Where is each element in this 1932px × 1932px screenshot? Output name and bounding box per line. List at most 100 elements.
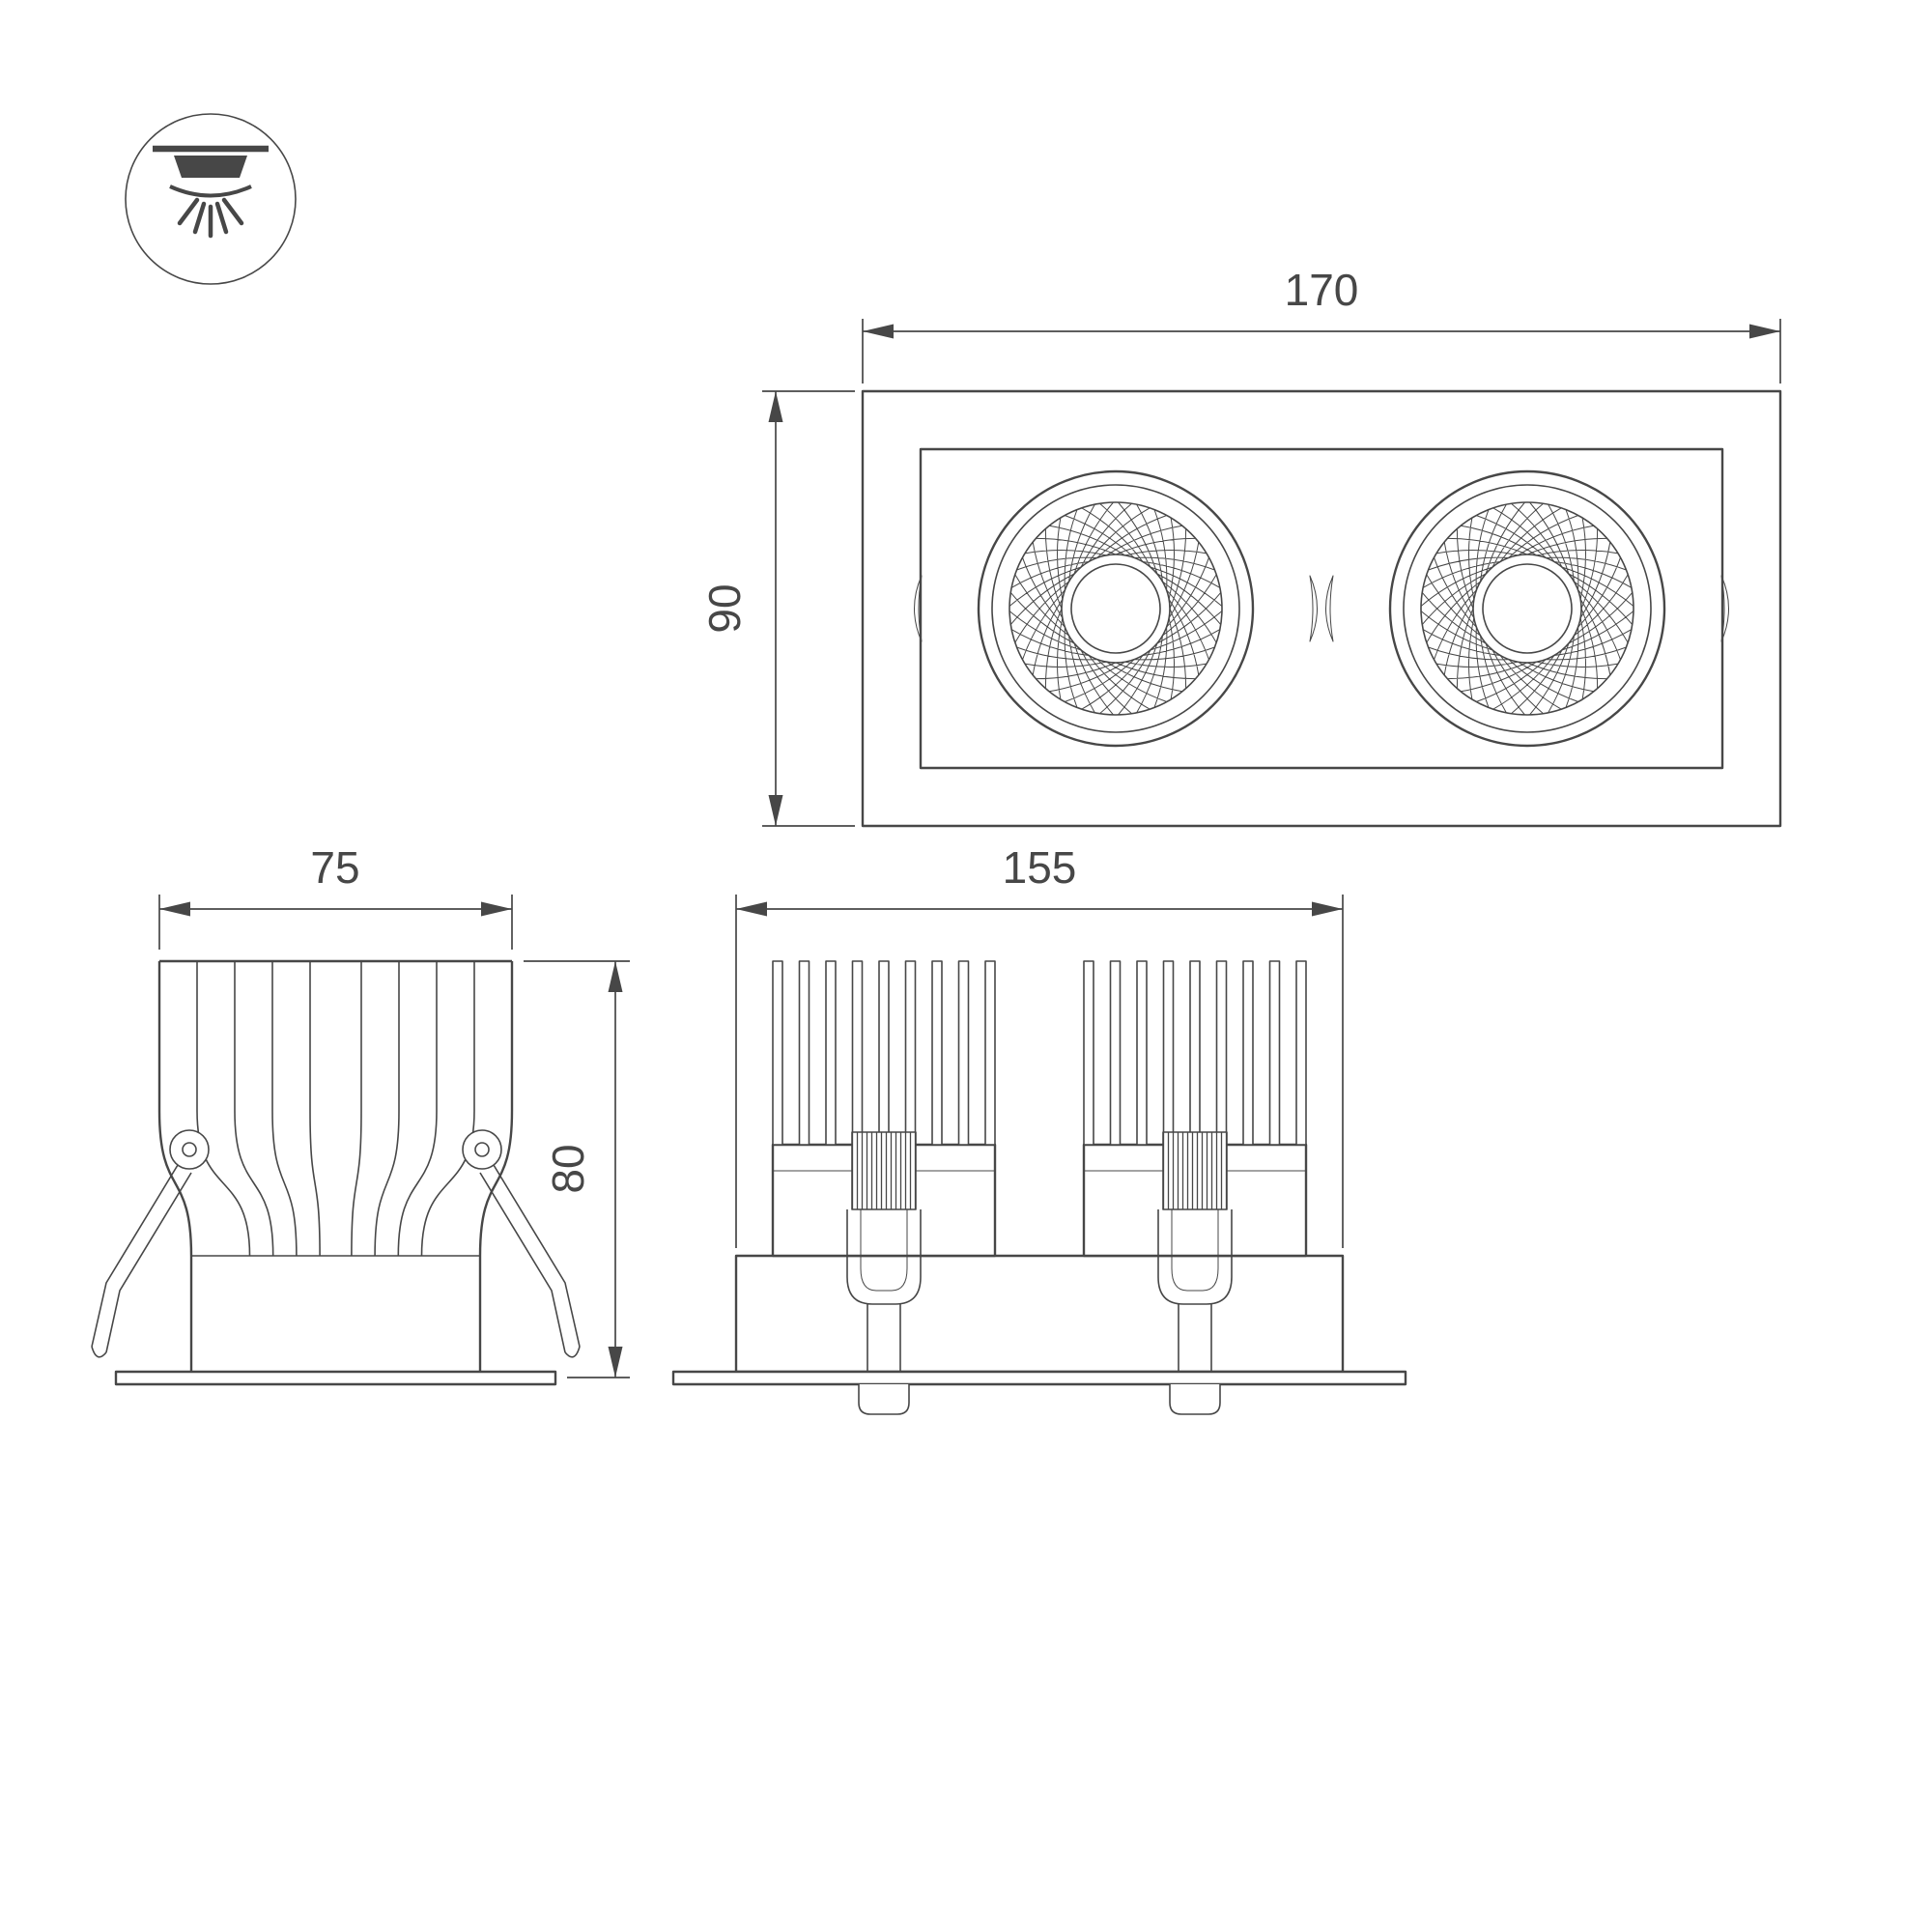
dimension-height-90: 90 xyxy=(699,390,855,827)
heatsink-fin xyxy=(1083,960,1094,1146)
arrowhead-left xyxy=(159,901,190,917)
arrowhead-left xyxy=(736,901,767,917)
extension-lines xyxy=(762,390,855,827)
clip-foot xyxy=(91,1346,107,1358)
heatsink-fin xyxy=(1162,960,1175,1146)
fin-line xyxy=(420,961,475,1257)
arrowhead-right xyxy=(1312,901,1343,917)
arrowhead-left xyxy=(863,324,894,339)
fin-line xyxy=(374,961,400,1257)
arrowhead-top xyxy=(768,391,783,422)
extension-lines xyxy=(862,319,1781,384)
arrowhead-bottom xyxy=(768,795,783,826)
clip-bracket-inner xyxy=(860,1209,908,1292)
heatsink-fins xyxy=(772,960,996,1146)
clip-wire xyxy=(493,1164,581,1348)
reflector-mesh-lines xyxy=(1420,501,1634,716)
led-aperture-ring xyxy=(1061,554,1171,664)
fin-line xyxy=(397,961,438,1257)
trim-bezel-elevation xyxy=(671,1370,1407,1386)
fixture-inner-opening xyxy=(919,447,1724,770)
clip-bracket-outer xyxy=(1157,1209,1233,1305)
clip-foot-right xyxy=(1169,1384,1221,1415)
arrowhead-top xyxy=(608,961,623,992)
light-rays-icon xyxy=(177,197,244,239)
clip-wire xyxy=(105,1172,192,1353)
tilt-pivot-right xyxy=(1309,575,1318,642)
dimension-label-170: 170 xyxy=(1285,265,1359,315)
clip-coil-spring xyxy=(1162,1131,1228,1210)
arrowhead-bottom xyxy=(608,1347,623,1378)
heatsink-fin xyxy=(1136,960,1148,1146)
heatsink-left-block xyxy=(771,960,997,1258)
icon-circle xyxy=(125,113,297,285)
clip-foot xyxy=(564,1346,581,1358)
heatsink-wall-left xyxy=(157,961,193,1372)
heatsink-fin xyxy=(904,960,917,1146)
spring-clip-left xyxy=(91,1129,210,1358)
heatsink-fin xyxy=(984,960,996,1146)
dimension-label-75: 75 xyxy=(310,842,359,893)
heatsink-right-block xyxy=(1082,960,1308,1258)
dimension-width-170: 170 xyxy=(862,265,1781,384)
dimension-width-155: 155 xyxy=(735,842,1344,1248)
lamp-right xyxy=(1325,469,1729,748)
heatsink-fins xyxy=(1083,960,1307,1146)
lamp-left xyxy=(914,469,1318,748)
reflector-outer-edge xyxy=(1009,501,1223,716)
led-chip-circle xyxy=(1482,563,1573,654)
arrowhead-right xyxy=(481,901,512,917)
heatsink-fin xyxy=(1242,960,1254,1146)
clip-pivot-axis xyxy=(474,1142,490,1157)
heatsink-fin xyxy=(878,960,890,1146)
light-ray xyxy=(177,197,200,226)
clip-strap xyxy=(867,1304,901,1372)
mount-clip-right xyxy=(1157,1131,1233,1372)
lamp-trim-ring xyxy=(991,484,1240,733)
lamp-outer-ring xyxy=(1388,469,1666,748)
clip-bracket-inner xyxy=(1171,1209,1219,1292)
clip-coil-spring xyxy=(851,1131,917,1210)
front-view: 170 90 xyxy=(699,265,1782,828)
clip-bracket-outer xyxy=(846,1209,922,1305)
light-ray xyxy=(221,197,244,226)
extension-lines xyxy=(524,960,630,1378)
clip-strap xyxy=(1178,1304,1212,1372)
led-aperture-ring xyxy=(1472,554,1582,664)
side-view: 75 80 xyxy=(91,842,630,1386)
heatsink-wall-right xyxy=(478,961,514,1372)
heatsink-fin xyxy=(957,960,970,1146)
dimension-label-80: 80 xyxy=(543,1144,593,1193)
lamp-body-glyph xyxy=(174,156,247,178)
heatsink-fin xyxy=(1109,960,1122,1146)
tilt-pivot-right xyxy=(1720,575,1729,642)
reflector-outer-edge xyxy=(1420,501,1634,716)
reflector-mesh xyxy=(1420,501,1634,716)
lamp-trim-ring xyxy=(1403,484,1652,733)
clip-pivot xyxy=(169,1129,210,1170)
heatsink-fin xyxy=(851,960,864,1146)
arrowhead-right xyxy=(1749,324,1780,339)
heatsink-fin xyxy=(825,960,837,1146)
heatsink-fin xyxy=(1189,960,1201,1146)
gimbal-frame xyxy=(734,1254,1345,1374)
heatsink-fin xyxy=(1295,960,1307,1146)
light-arc xyxy=(169,185,252,198)
fin-line xyxy=(234,961,274,1257)
lamp-outer-ring xyxy=(977,469,1255,748)
reflector-mesh-lines xyxy=(1009,501,1223,716)
fixture-outer-frame xyxy=(861,389,1782,828)
tilt-pivot-left xyxy=(1325,575,1334,642)
dimension-label-90: 90 xyxy=(699,583,750,633)
elevation-view: 155 xyxy=(671,842,1407,1415)
heatsink-fins-profile xyxy=(196,961,475,1257)
heatsink-fin xyxy=(931,960,943,1146)
clip-pivot-axis xyxy=(182,1142,197,1157)
clip-pivot xyxy=(462,1129,502,1170)
extension-lines xyxy=(735,895,1344,1248)
dimension-width-75: 75 xyxy=(158,842,513,950)
tilt-pivot-left xyxy=(914,575,923,642)
clip-wire xyxy=(479,1172,566,1353)
